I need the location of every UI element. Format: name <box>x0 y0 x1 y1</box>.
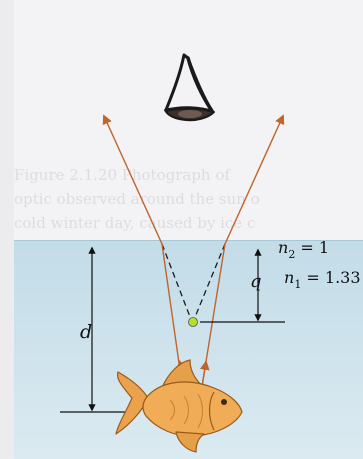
label-d: d <box>80 321 92 343</box>
show-through-line-3: cold winter day, caused by ice c <box>14 214 255 232</box>
paper-edge <box>0 0 14 459</box>
label-q: q <box>250 271 262 292</box>
label-n2-subscript: 2 <box>288 248 295 261</box>
show-through-text: Figure 2.1.20 Photograph of optic observ… <box>14 166 260 232</box>
label-n1-symbol: n <box>284 268 294 287</box>
show-through-line-2: optic observed around the sun o <box>14 190 260 208</box>
show-through-line-1: Figure 2.1.20 Photograph of <box>14 166 231 184</box>
fish-eye <box>221 399 227 405</box>
label-n2-symbol: n <box>278 238 288 257</box>
label-n1-subscript: 1 <box>294 278 301 291</box>
label-n2-value: = 1 <box>295 238 329 257</box>
label-n1-value: = 1.33 <box>301 268 360 287</box>
virtual-image-dot <box>189 318 198 327</box>
